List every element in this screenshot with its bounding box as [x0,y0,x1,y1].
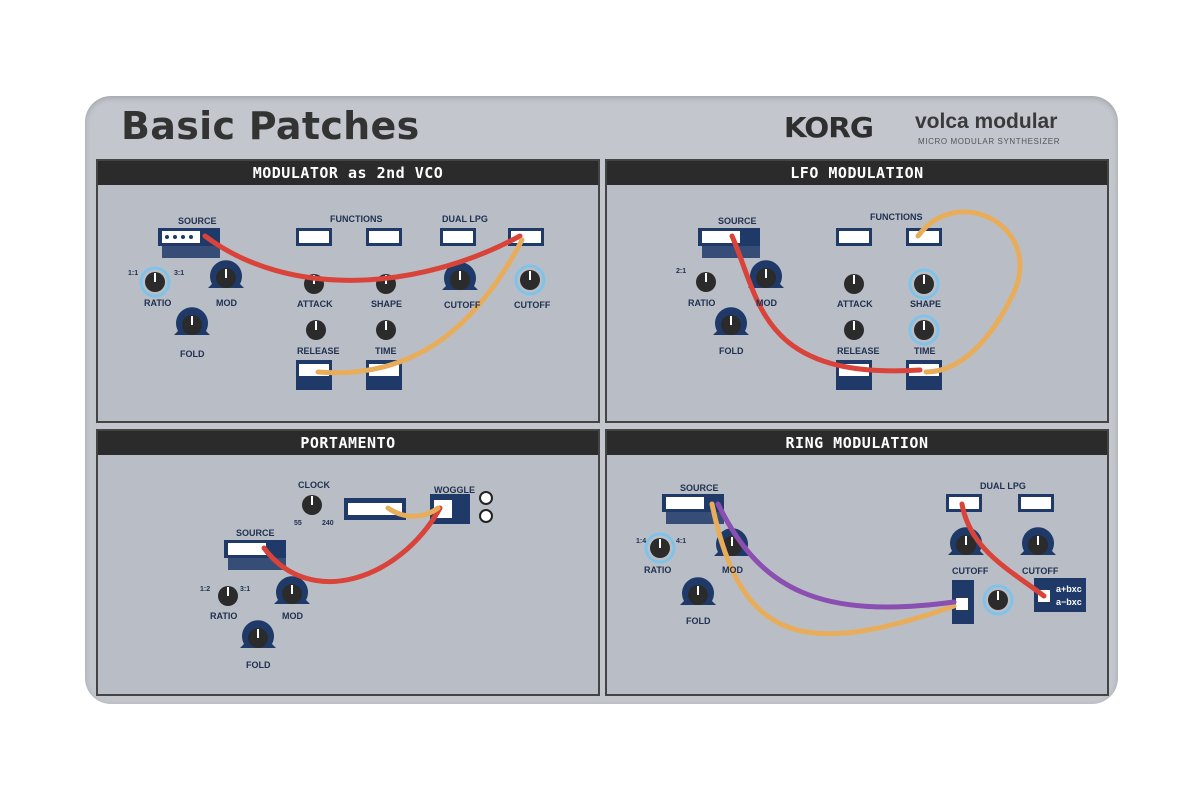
ring-output-a: a+bxc [1056,584,1082,594]
fold-label: FOLD [246,660,271,670]
p1-source-module [158,228,220,258]
ratio-label: RATIO [644,565,672,575]
ratio-label: RATIO [210,611,238,621]
fold-knob[interactable] [712,306,750,336]
time-knob[interactable] [375,319,397,341]
dual-lpg-label: DUAL LPG [442,214,488,224]
cable-red[interactable] [202,233,523,283]
release-label: RELEASE [297,346,340,356]
cable-orange[interactable] [315,237,525,376]
cutoff-label: CUTOFF [1022,566,1059,576]
fold-knob[interactable] [239,619,277,649]
source-label: SOURCE [236,528,275,538]
clock-max: 240 [322,520,334,527]
source-label: SOURCE [718,216,757,226]
korg-logo: KORG [783,111,874,144]
time-knob[interactable] [908,314,940,346]
ring-output-b: a−bxc [1056,597,1082,607]
mod-label: MOD [282,611,303,621]
fold-label: FOLD [686,616,711,626]
ratio-3-1: 3:1 [174,270,185,277]
ratio-knob[interactable] [139,266,171,298]
attack-knob[interactable] [843,273,865,295]
cable-red[interactable] [959,501,1047,599]
fold-knob[interactable] [679,576,717,606]
ratio-1-2: 1:2 [200,586,211,593]
ratio-label: RATIO [688,298,716,308]
cutoff-knob-2[interactable] [514,264,546,296]
woggle-label: WOGGLE [434,485,475,495]
time-label: TIME [914,346,936,356]
release-knob[interactable] [843,319,865,341]
cable-red[interactable] [729,233,923,374]
mod-knob[interactable] [207,259,245,289]
clock-min: 55 [294,520,302,527]
attack-label: ATTACK [297,299,333,309]
release-knob[interactable] [305,319,327,341]
ratio-label: RATIO [144,298,172,308]
p1-dual-lpg [440,228,544,246]
panel-title: PORTAMENTO [98,431,598,455]
ratio-2-1: 2:1 [676,268,687,275]
shape-label: SHAPE [371,299,403,309]
mod-label: MOD [756,298,777,308]
fold-label: FOLD [180,349,205,359]
p1-functions-module [296,228,402,246]
time-label: TIME [375,346,397,356]
cutoff-label: CUTOFF [514,300,551,310]
ratio-1-1: 1:1 [128,270,139,277]
ring-mod-knob[interactable] [982,584,1014,616]
clock-label: CLOCK [298,480,330,490]
source-label: SOURCE [680,483,719,493]
ratio-knob[interactable] [695,271,717,293]
panel-portamento: PORTAMENTO [96,429,600,696]
cable-purple[interactable] [715,501,957,610]
page-title: Basic Patches [121,104,420,148]
shape-label: SHAPE [910,299,942,309]
ratio-knob[interactable] [644,532,676,564]
mod-knob[interactable] [747,259,785,289]
source-label: SOURCE [178,216,217,226]
product-subtitle: MICRO MODULAR SYNTHESIZER [918,137,1061,146]
functions-label: FUNCTIONS [330,214,383,224]
release-label: RELEASE [837,346,880,356]
clock-knob[interactable] [301,494,323,516]
attack-label: ATTACK [837,299,873,309]
fold-label: FOLD [719,346,744,356]
panel-title: LFO MODULATION [607,161,1107,185]
panel-title: RING MODULATION [607,431,1107,455]
p2-source-module [698,228,760,258]
dual-lpg-label: DUAL LPG [980,481,1026,491]
cable-orange[interactable] [915,209,1023,375]
panel-modulator-2nd-vco: MODULATOR as 2nd VCO [96,159,600,423]
panel-ring-modulation: RING MODULATION [605,429,1109,696]
cable-orange[interactable] [709,501,957,637]
cutoff-label: CUTOFF [444,300,481,310]
cable-orange[interactable] [385,505,441,519]
mod-label: MOD [722,565,743,575]
mod-label: MOD [216,298,237,308]
cable-red[interactable] [261,505,443,585]
cutoff-label: CUTOFF [952,566,989,576]
panel-title: MODULATOR as 2nd VCO [98,161,598,185]
functions-label: FUNCTIONS [870,212,923,222]
ratio-4-1: 4:1 [676,538,687,545]
shape-knob[interactable] [908,268,940,300]
ratio-3-1: 3:1 [240,586,251,593]
cutoff-knob-2[interactable] [1019,526,1057,556]
product-name: volca modular [915,110,1058,133]
ratio-1-4: 1:4 [636,538,647,545]
ratio-knob[interactable] [217,585,239,607]
fold-knob[interactable] [173,306,211,336]
